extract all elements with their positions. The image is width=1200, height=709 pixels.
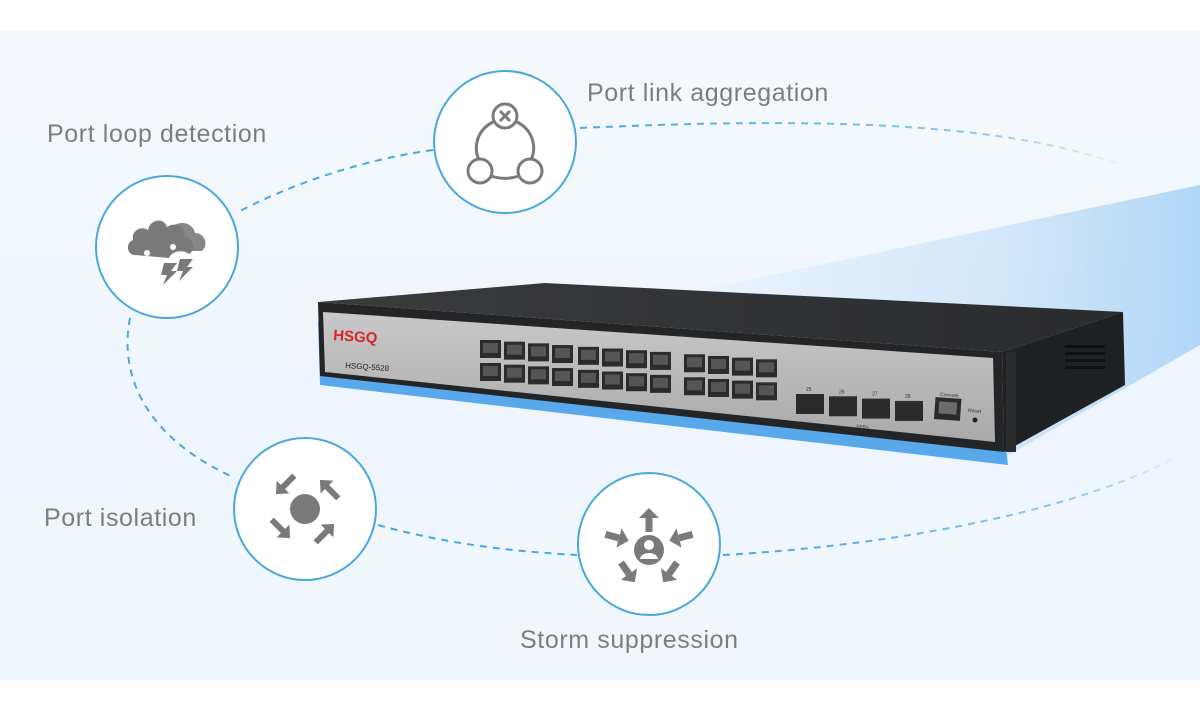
user-arrows-icon	[604, 508, 694, 583]
rj45-ports	[480, 340, 777, 401]
feature-label-isolation: Port isolation	[44, 504, 197, 532]
feature-label-storm-suppression: Storm suppression	[520, 626, 739, 654]
rj45-port-jack	[759, 385, 774, 396]
dashed-orbit	[237, 149, 434, 213]
rj45-port-jack	[687, 380, 702, 391]
reset-label: Reset	[968, 408, 982, 415]
dashed-orbit	[579, 122, 1121, 166]
sfp-label: SFP+	[856, 424, 869, 431]
sfp-ports: 25 26 27 28	[796, 387, 923, 421]
vent-holes	[1065, 345, 1105, 369]
sfp-port	[796, 394, 824, 414]
rj45-port-jack	[581, 349, 596, 360]
loop-detection-circle	[95, 175, 239, 319]
model-label: HSGQ-5528	[345, 361, 390, 373]
dashed-orbit	[722, 454, 1181, 556]
rack-ear	[1006, 352, 1016, 452]
sfp-port-number: 28	[905, 394, 911, 400]
storm-cloud-icon	[127, 220, 206, 285]
sfp-port-number: 27	[872, 392, 878, 398]
rj45-port-jack	[507, 344, 522, 355]
switch-top	[318, 283, 1123, 352]
rj45-port-jack	[555, 348, 570, 359]
link-aggregation-circle	[433, 70, 577, 214]
dashed-orbit	[126, 317, 236, 479]
console-label: Console	[940, 392, 959, 399]
rj45-port-jack	[483, 366, 498, 376]
sfp-port	[895, 400, 923, 421]
rj45-port-jack	[687, 357, 702, 368]
feature-label-link-aggregation: Port link aggregation	[587, 79, 829, 107]
brand-logo: HSGQ	[333, 327, 379, 347]
rj45-port-jack	[629, 353, 644, 364]
sfp-port-number: 26	[839, 389, 845, 395]
isolation-circle	[233, 437, 377, 581]
rj45-port-jack	[483, 343, 498, 353]
rj45-port-jack	[653, 354, 668, 365]
reset-button	[972, 417, 978, 423]
rj45-port-jack	[531, 346, 546, 357]
console-port	[933, 397, 962, 421]
rj45-port-jack	[629, 376, 644, 387]
rj45-port-jack	[759, 362, 774, 373]
arrows-inward-icon	[269, 473, 341, 545]
rj45-port-jack	[735, 383, 750, 394]
rj45-port-jack	[711, 381, 726, 392]
sfp-port	[862, 398, 890, 419]
rj45-port-jack	[711, 358, 726, 369]
rj45-port-jack	[605, 351, 620, 362]
rj45-port-jack	[581, 372, 596, 383]
feature-label-loop-detection: Port loop detection	[47, 120, 267, 148]
link-aggregation-icon	[466, 102, 544, 185]
rj45-port-jack	[605, 374, 620, 385]
storm-suppression-circle	[577, 472, 721, 616]
dashed-orbit	[377, 524, 578, 556]
rj45-port-jack	[531, 369, 546, 380]
rj45-port-jack	[735, 360, 750, 371]
sfp-port-number: 25	[806, 387, 812, 393]
rj45-port-jack	[555, 371, 570, 382]
rj45-port-jack	[507, 367, 522, 378]
sfp-port	[829, 396, 857, 417]
rj45-port-jack	[653, 377, 668, 388]
